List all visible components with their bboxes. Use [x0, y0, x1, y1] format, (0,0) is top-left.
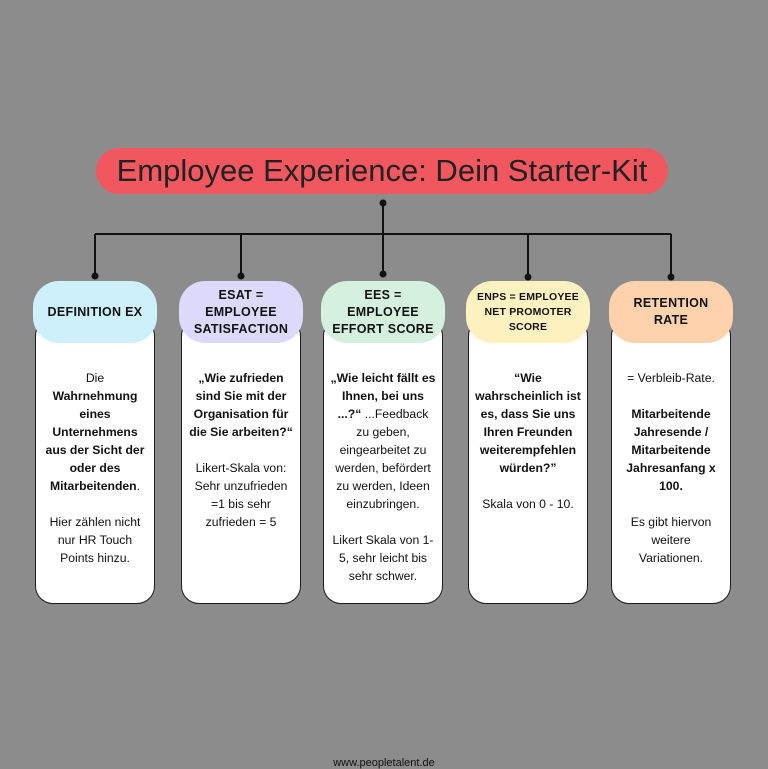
card-paragraph: Mitarbeitende Jahresende / Mitarbeitende…	[618, 405, 724, 495]
card-body: “Wie wahrscheinlich ist es, dass Sie uns…	[475, 369, 581, 513]
card-body: = Verbleib-Rate. Mitarbeitende Jahresende…	[618, 369, 724, 567]
card-heading: EES = EMPLOYEE EFFORT SCORE	[321, 281, 445, 343]
card-text: „Wie zufrieden sind Sie mit der Organisa…	[189, 371, 293, 439]
card-text: Die	[85, 371, 105, 385]
card-text: Likert-Skala von: Sehr unzufrieden =1 bi…	[194, 461, 288, 529]
card-text: ...Feedback zu geben, eingearbeitet zu w…	[335, 407, 431, 511]
card-paragraph: “Wie wahrscheinlich ist es, dass Sie uns…	[475, 369, 581, 477]
drop-dot	[379, 270, 387, 278]
card-paragraph: Hier zählen nicht nur HR Touch Points hi…	[42, 513, 148, 567]
card-text: = Verbleib-Rate.	[627, 371, 715, 385]
card-body: Die Wahrnehmung eines Unternehmens aus d…	[42, 369, 148, 567]
footer-url: www.peopletalent.de	[333, 757, 435, 769]
drop-dot	[524, 273, 532, 281]
card-paragraph: „Wie leicht fällt es Ihnen, bei uns ...?…	[330, 369, 436, 513]
diagram-title: Employee Experience: Dein Starter-Kit	[96, 148, 668, 194]
card: Die Wahrnehmung eines Unternehmens aus d…	[35, 318, 155, 604]
card-text: Skala von 0 - 10.	[482, 497, 574, 511]
card-body: „Wie zufrieden sind Sie mit der Organisa…	[188, 369, 294, 531]
card-paragraph: Likert-Skala von: Sehr unzufrieden =1 bi…	[188, 459, 294, 531]
card-text: Es gibt hiervon weitere Variationen.	[630, 515, 712, 565]
card: = Verbleib-Rate. Mitarbeitende Jahresende…	[611, 318, 731, 604]
drop-dot	[667, 273, 675, 281]
card-text: „Wie leicht fällt es Ihnen, bei uns ...?…	[330, 371, 436, 421]
card-paragraph: Die Wahrnehmung eines Unternehmens aus d…	[42, 369, 148, 495]
card-text: .	[136, 479, 141, 493]
card-text: “Wie wahrscheinlich ist es, dass Sie uns…	[475, 371, 581, 475]
card-text: Hier zählen nicht nur HR Touch Points hi…	[49, 515, 141, 565]
card-heading: ESAT = EMPLOYEE SATISFACTION	[179, 281, 303, 343]
card: “Wie wahrscheinlich ist es, dass Sie uns…	[468, 318, 588, 604]
card-text: Mitarbeitende Jahresende / Mitarbeitende…	[626, 407, 716, 493]
trunk-dot	[379, 199, 387, 207]
card: „Wie leicht fällt es Ihnen, bei uns ...?…	[323, 318, 443, 604]
card-paragraph: Es gibt hiervon weitere Variationen.	[618, 513, 724, 567]
drop-dot	[91, 272, 99, 280]
card-body: „Wie leicht fällt es Ihnen, bei uns ...?…	[330, 369, 436, 585]
card: „Wie zufrieden sind Sie mit der Organisa…	[181, 318, 301, 604]
card-text: Wahrnehmung eines Unternehmens aus der S…	[45, 389, 145, 493]
card-text: Likert Skala von 1-5, sehr leicht bis se…	[332, 533, 434, 583]
card-paragraph: Likert Skala von 1-5, sehr leicht bis se…	[330, 531, 436, 585]
card-heading: DEFINITION EX	[33, 281, 157, 343]
card-paragraph: Skala von 0 - 10.	[475, 495, 581, 513]
drop-dot	[237, 272, 245, 280]
card-paragraph: = Verbleib-Rate.	[618, 369, 724, 387]
card-heading: ENPS = EMPLOYEE NET PROMOTER SCORE	[466, 281, 590, 343]
card-paragraph: „Wie zufrieden sind Sie mit der Organisa…	[188, 369, 294, 441]
card-heading: RETENTION RATE	[609, 281, 733, 343]
